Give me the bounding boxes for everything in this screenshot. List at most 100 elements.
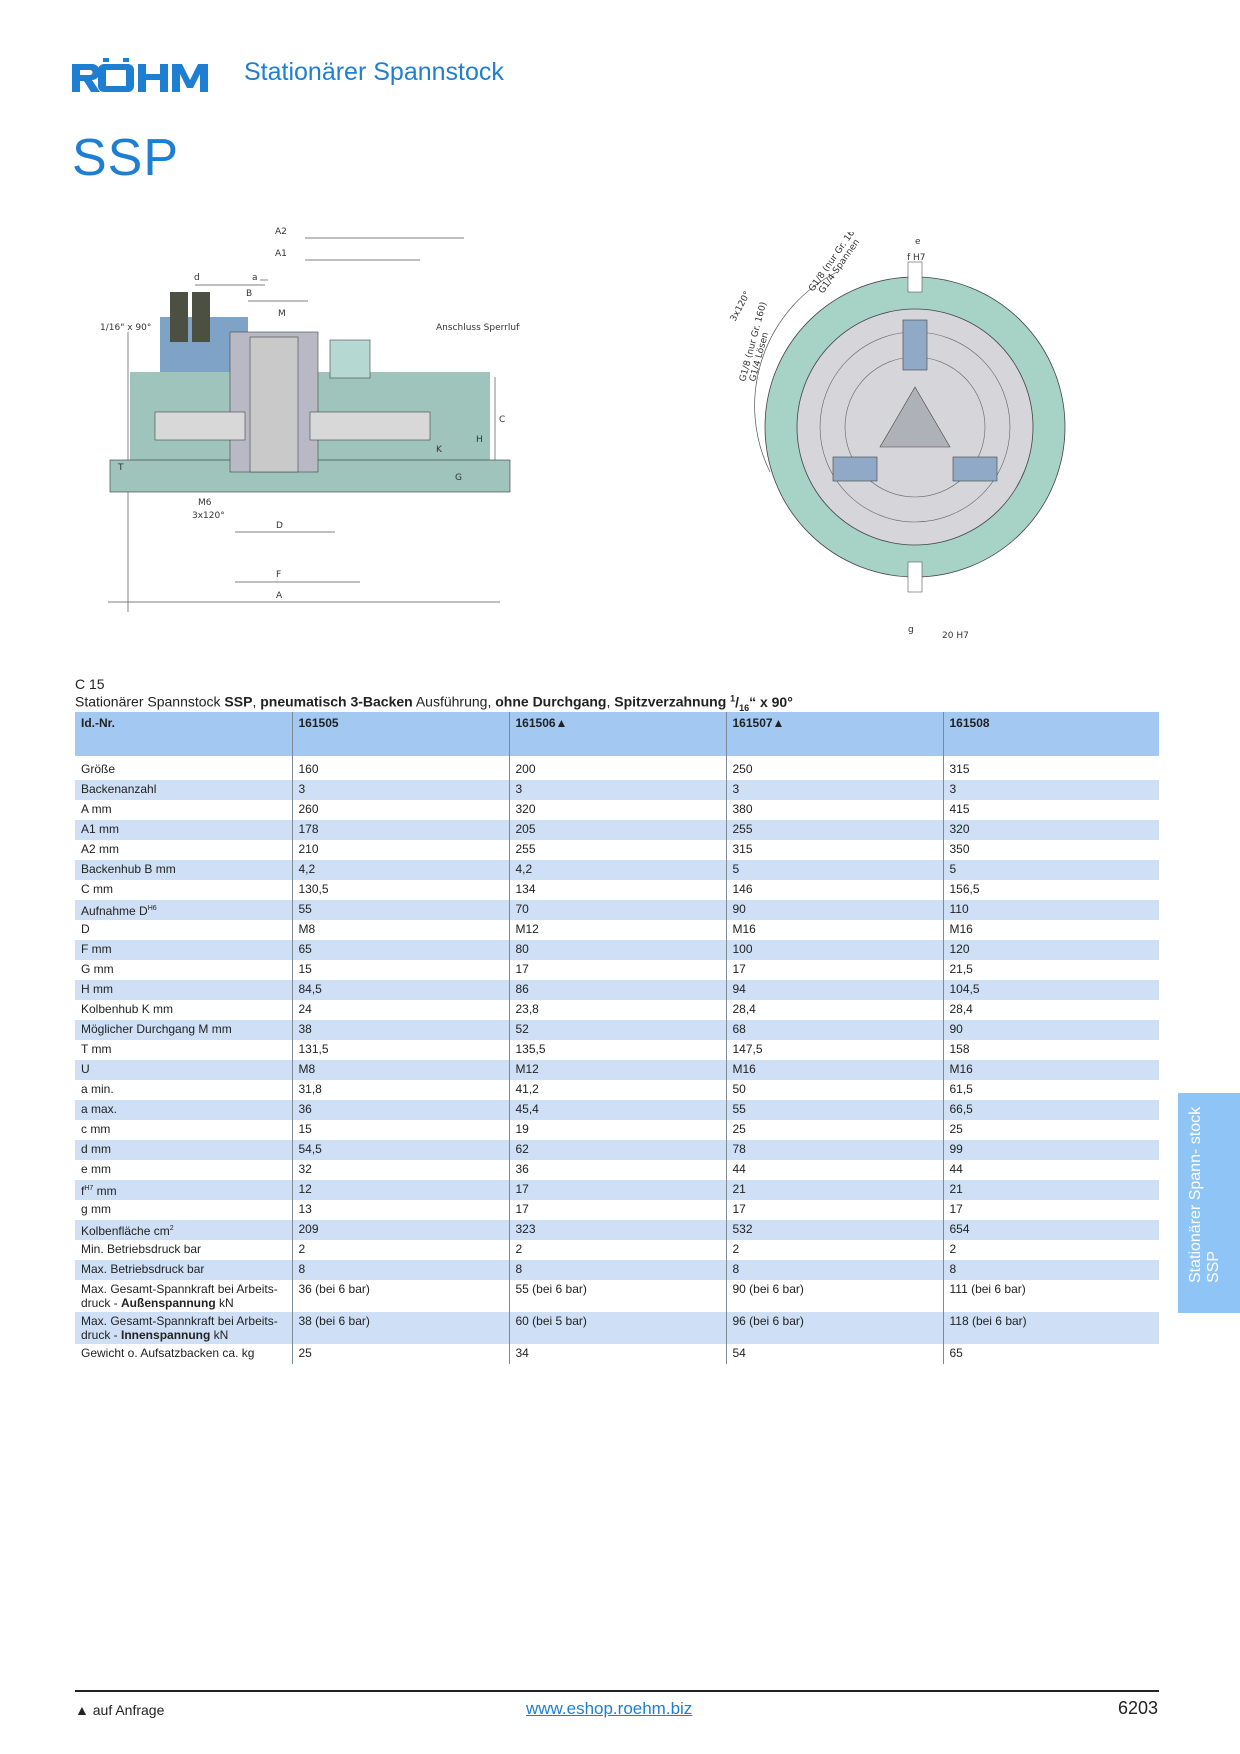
table-cell: 2 — [508, 1240, 726, 1260]
table-cell: 13 — [291, 1200, 509, 1220]
table-cell: M16 — [942, 1060, 1159, 1080]
table-cell: 65 — [291, 940, 509, 960]
table-row: Max. Gesamt-Spannkraft bei Arbeits- druc… — [75, 1312, 1159, 1344]
row-label: c mm — [81, 1122, 111, 1136]
table-cell: 36 — [291, 1100, 509, 1120]
row-label: d mm — [75, 1140, 292, 1160]
product-description: Stationärer Spannstock SSP, pneumatisch … — [75, 693, 793, 713]
table-cell: M16 — [725, 920, 943, 940]
table-cell: 380 — [725, 800, 943, 820]
table-cell: 21,5 — [942, 960, 1159, 980]
row-label: Kolbenfläche cm2 — [75, 1220, 292, 1240]
table-cell: 28,4 — [942, 1000, 1159, 1020]
row-label: T mm — [81, 1042, 112, 1056]
table-cell: 134 — [508, 880, 726, 900]
row-label: A1 mm — [75, 820, 292, 840]
dim-d: d — [194, 273, 200, 283]
table-cell: 100 — [725, 940, 943, 960]
table-cell: 19 — [508, 1120, 726, 1140]
table-cell: M16 — [725, 1060, 943, 1080]
table-cell: 8 — [942, 1260, 1159, 1280]
table-cell: 8 — [291, 1260, 509, 1280]
row-label: e mm — [81, 1162, 111, 1176]
dim-a-total: A — [276, 591, 283, 601]
table-cell: 68 — [725, 1020, 943, 1040]
table-cell: 12 — [291, 1180, 509, 1200]
table-cell: 21 — [725, 1180, 943, 1200]
table-cell: 146 — [725, 880, 943, 900]
table-cell: 2 — [725, 1240, 943, 1260]
table-cell: 17 — [942, 1200, 1159, 1220]
table-cell: 3 — [725, 780, 943, 800]
table-cell: 350 — [942, 840, 1159, 860]
row-label: Backenanzahl — [75, 780, 292, 800]
table-cell: 320 — [508, 800, 726, 820]
table-header-col: 161505 — [291, 712, 509, 756]
table-cell: 55 — [291, 900, 509, 920]
table-header-id: Id.-Nr. — [75, 712, 292, 756]
table-cell: M12 — [508, 920, 726, 940]
dim-port: Anschluss Sperrluft — [436, 323, 520, 333]
row-label: Möglicher Durchgang M mm — [75, 1020, 292, 1040]
table-cell: M16 — [942, 920, 1159, 940]
table-cell: 52 — [508, 1020, 726, 1040]
table-cell: 5 — [942, 860, 1159, 880]
table-cell: 8 — [725, 1260, 943, 1280]
table-cell: 25 — [291, 1344, 509, 1364]
table-cell: 38 (bei 6 bar) — [291, 1312, 509, 1344]
table-cell: 200 — [508, 760, 726, 780]
table-cell: 209 — [291, 1220, 509, 1240]
dim-e: e — [915, 237, 921, 247]
table-cell: 2 — [291, 1240, 509, 1260]
dim-m: M — [278, 309, 286, 319]
table-cell: 160 — [291, 760, 509, 780]
table-cell: 55 (bei 6 bar) — [508, 1280, 726, 1312]
table-cell: 34 — [508, 1344, 726, 1364]
table-cell: 61,5 — [942, 1080, 1159, 1100]
table-cell: 532 — [725, 1220, 943, 1240]
table-cell: 2 — [942, 1240, 1159, 1260]
table-cell: 17 — [725, 960, 943, 980]
row-label: a min. — [81, 1082, 114, 1096]
table-cell: 23,8 — [508, 1000, 726, 1020]
footer-note: ▲ auf Anfrage — [75, 1702, 165, 1718]
row-label: Min. Betriebsdruck bar — [81, 1242, 202, 1256]
table-cell: 44 — [725, 1160, 943, 1180]
table-cell: 3 — [291, 780, 509, 800]
dim-angle: 3x120° — [729, 290, 753, 324]
table-cell: 4,2 — [508, 860, 726, 880]
table-cell: 84,5 — [291, 980, 509, 1000]
table-cell: 28,4 — [725, 1000, 943, 1020]
row-label: G mm — [81, 962, 114, 976]
table-cell: 17 — [725, 1200, 943, 1220]
dim-a: a — [252, 273, 258, 283]
table-cell: 255 — [508, 840, 726, 860]
table-cell: 36 (bei 6 bar) — [291, 1280, 509, 1312]
table-cell: 54 — [725, 1344, 943, 1364]
table-cell: 3 — [942, 780, 1159, 800]
table-cell: 32 — [291, 1160, 509, 1180]
side-section-drawing: A2 A1 d a B M 1/16" x 90° Anschluss Sper… — [100, 227, 520, 612]
table-cell: 60 (bei 5 bar) — [508, 1312, 726, 1344]
table-cell: 147,5 — [725, 1040, 943, 1060]
table-cell: 131,5 — [291, 1040, 509, 1060]
table-cell: 99 — [942, 1140, 1159, 1160]
table-cell: 120 — [942, 940, 1159, 960]
dim-slot: 20 H7 — [942, 631, 969, 641]
eshop-link[interactable]: www.eshop.roehm.biz — [526, 1699, 693, 1718]
row-label: g mm — [81, 1202, 111, 1216]
dim-a1: A1 — [275, 249, 287, 259]
table-cell: 66,5 — [942, 1100, 1159, 1120]
